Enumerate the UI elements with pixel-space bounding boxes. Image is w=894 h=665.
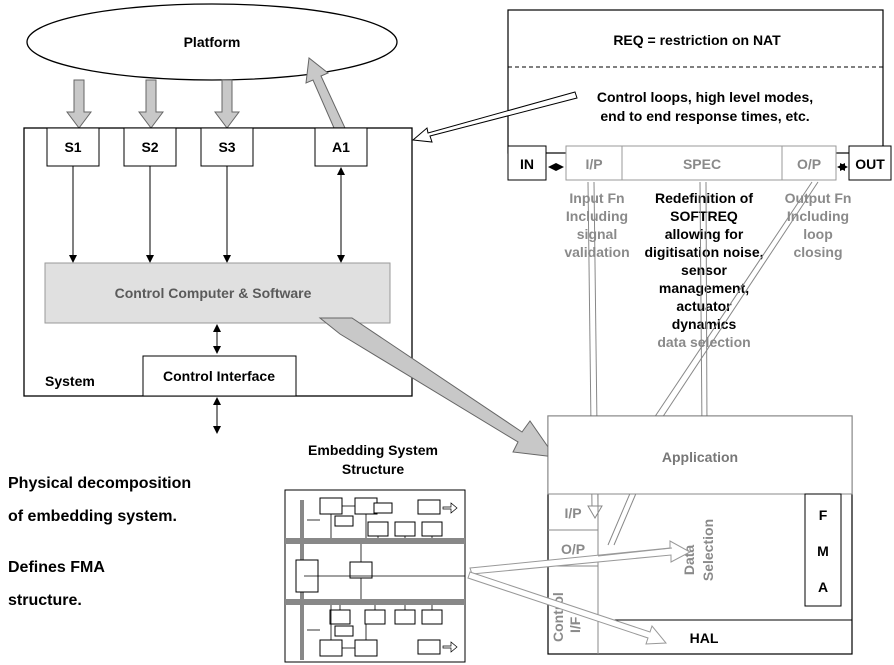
arrow-platform-s3 [214,79,240,129]
svg-text:digitisation noise,: digitisation noise, [644,244,763,260]
in-label: IN [520,156,534,172]
fma-f: F [819,507,828,523]
ip-arrowhead [587,505,603,519]
left-text-line2: of embedding system. [8,508,177,525]
op-label: O/P [797,156,821,172]
actuator-a1-label: A1 [332,139,350,155]
req-box [507,9,884,154]
svg-text:dynamics: dynamics [672,316,737,332]
sensor-s2-box [123,127,177,167]
control-computer-label: Control Computer & Software [115,285,312,301]
data-selection-line2: Selection [700,519,716,581]
embedding-structure-graphic [284,489,466,663]
op-to-data-selection-line [597,547,673,557]
embedding-to-stack-arrows [467,540,692,645]
embedding-title-line1: Embedding System [308,442,438,458]
sensor-to-computer-arrows [69,166,345,263]
req-desc-line2: end to end response times, etc. [600,108,809,124]
fma-a: A [818,579,828,595]
sensor-s2-label: S2 [141,139,158,155]
arrow-platform-s1 [66,79,92,129]
svg-text:Including: Including [787,208,849,224]
svg-text:management,: management, [659,280,749,296]
svg-text:Output Fn: Output Fn [785,190,852,206]
req-to-system-arrow [411,91,578,143]
spec-label: SPEC [683,156,721,172]
fma-m: M [817,543,829,559]
left-text-line4: structure. [8,592,82,609]
hal-label: HAL [690,630,719,646]
svg-text:Including: Including [566,208,628,224]
left-text-line1: Physical decomposition [8,475,191,492]
application-label: Application [662,449,738,465]
svg-text:data selection: data selection [657,334,750,350]
out-label: OUT [855,156,885,172]
platform-to-sensor-arrows [66,57,346,129]
actuator-a1-box [314,127,368,167]
redefinition-annotation: Redefinition of SOFTREQ allowing for dig… [644,190,763,350]
req-title: REQ = restriction on NAT [613,32,781,48]
control-interface-box [142,355,297,397]
software-ip-label: I/P [564,505,581,521]
sensor-s1-label: S1 [64,139,81,155]
out-box [848,145,892,181]
ip-label: I/P [585,156,602,172]
ip-box [565,145,623,181]
software-op-label: O/P [561,541,585,557]
fma-box [804,493,842,607]
application-box [547,415,853,495]
svg-text:closing: closing [793,244,842,260]
left-text-line3: Defines FMA [8,559,105,576]
sensor-s3-box [200,127,254,167]
platform-label: Platform [184,34,241,50]
control-interface-label: Control Interface [163,368,275,384]
system-label: System [45,373,95,389]
control-if-label-line2: I/F [567,616,583,633]
sensor-s1-box [46,127,100,167]
arrow-a1-platform [305,57,346,129]
control-computer-box [44,262,391,324]
svg-text:Input Fn: Input Fn [569,190,624,206]
svg-text:Redefinition of: Redefinition of [655,190,753,206]
svg-text:SOFTREQ: SOFTREQ [670,208,738,224]
svg-text:validation: validation [564,244,629,260]
svg-text:sensor: sensor [681,262,727,278]
req-desc-line1: Control loops, high level modes, [597,89,813,105]
arrow-platform-s2 [138,79,164,129]
sensor-s3-label: S3 [218,139,235,155]
svg-text:loop: loop [803,226,833,242]
svg-text:allowing for: allowing for [665,226,744,242]
platform-ellipse [26,3,398,81]
output-fn-annotation: Output Fn Including loop closing [785,190,852,260]
op-box [781,145,837,181]
svg-text:actuator: actuator [676,298,732,314]
input-fn-annotation: Input Fn Including signal validation [564,190,629,260]
embedding-title-line2: Structure [342,461,404,477]
svg-text:signal: signal [577,226,617,242]
in-box [507,145,547,181]
